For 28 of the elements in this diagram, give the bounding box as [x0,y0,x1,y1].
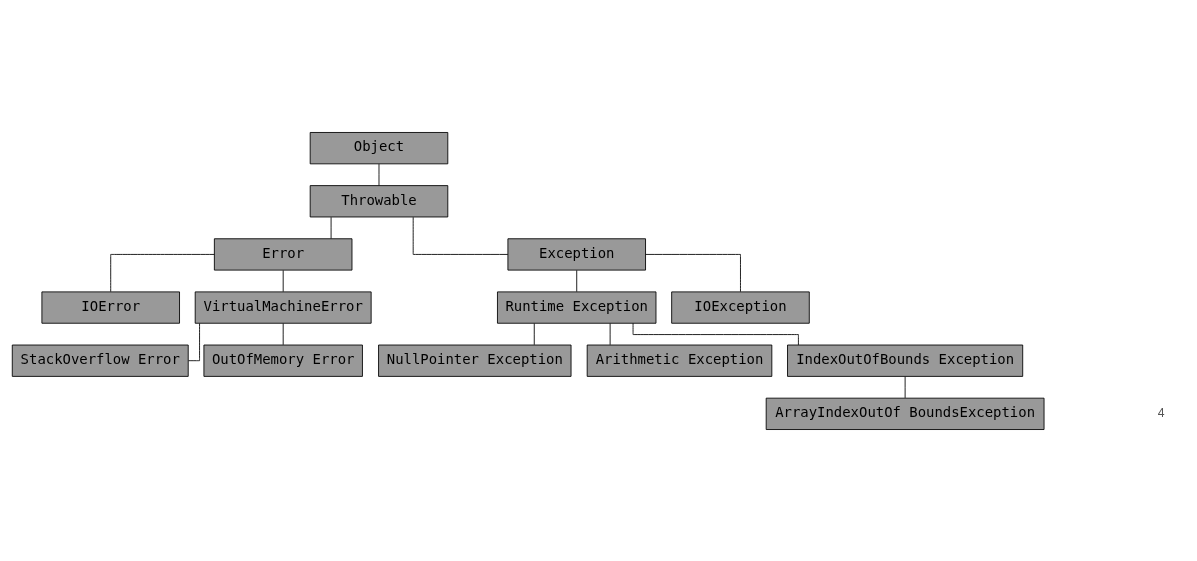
connector [576,269,578,292]
node-box: Arithmetic Exception [586,344,773,377]
connector [412,216,509,255]
label: 4 [1157,405,1165,420]
connector [188,322,200,361]
node-box: OutOfMemory Error [203,344,363,377]
connector [378,163,380,186]
connector [904,375,906,398]
connector [609,322,611,345]
connector [330,216,332,239]
node-box: Object [309,131,449,164]
node-box: Error [213,237,353,271]
connector [282,322,284,345]
node-box: StackOverflow Error [11,344,189,377]
node-box: Exception [507,237,646,271]
node-box: Runtime Exception [497,290,657,324]
connector [282,269,284,292]
connector [645,253,741,292]
node-box: NullPointer Exception [378,344,572,377]
connector [110,253,215,292]
node-box: IOError [41,290,180,324]
node-box: Throwable [309,184,449,217]
node-box: IOException [671,290,810,324]
connector [632,322,799,345]
node-box: IndexOutOfBounds Exception [787,344,1024,377]
connector [533,322,535,345]
node-box: ArrayIndexOutOf BoundsException [765,397,1045,430]
node-box: VirtualMachineError [194,290,372,324]
